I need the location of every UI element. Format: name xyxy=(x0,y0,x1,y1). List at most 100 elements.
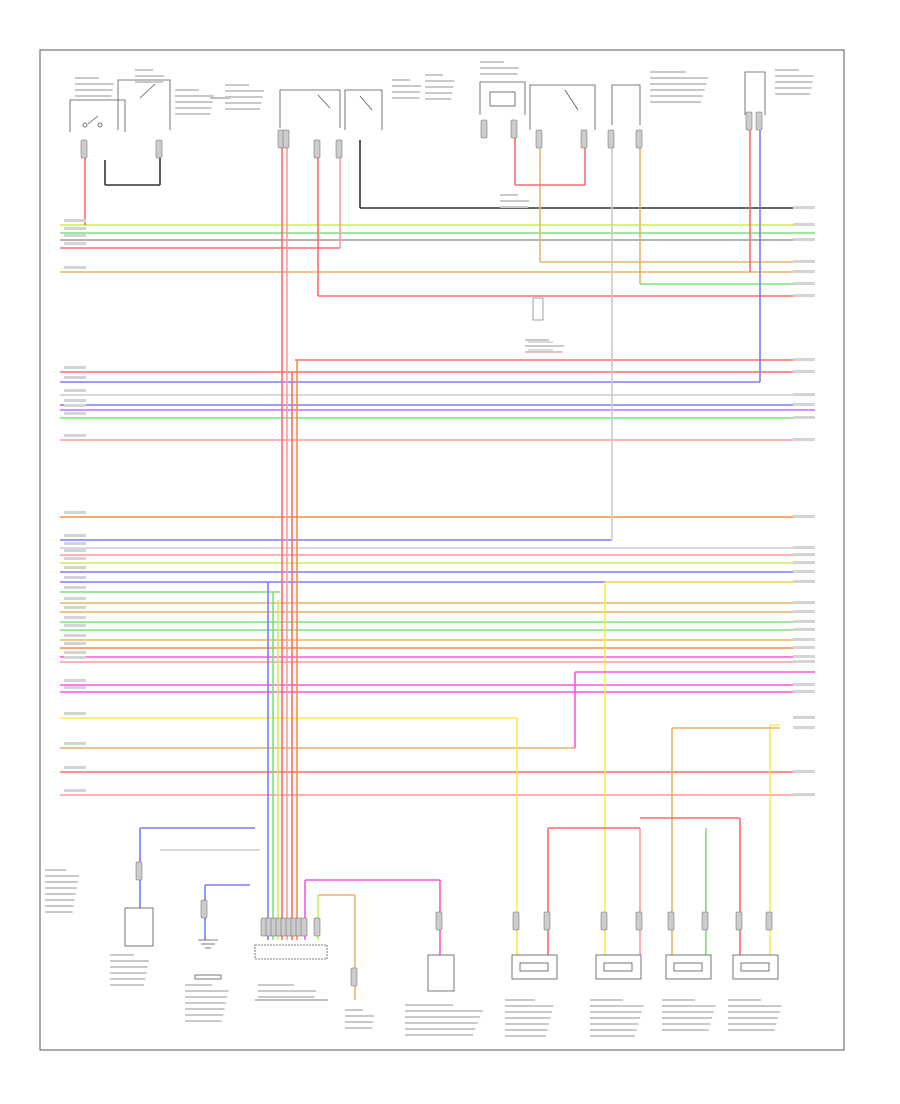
connector-icon xyxy=(335,139,343,159)
center-connector xyxy=(528,297,553,351)
wire-label-right xyxy=(793,646,815,649)
wire-label-right xyxy=(793,370,815,373)
vertical-wires xyxy=(84,120,815,1000)
wire-label-right xyxy=(793,294,815,297)
wire-label-left xyxy=(64,389,86,392)
wire-label-left xyxy=(64,616,86,619)
wire-label-right xyxy=(793,580,815,583)
wire-label-right xyxy=(793,601,815,604)
connector-icon xyxy=(282,129,290,149)
wire-label-left xyxy=(64,404,86,407)
switch-icon xyxy=(317,94,331,109)
diagram-border xyxy=(39,49,845,1051)
wire-label-right xyxy=(793,260,815,263)
connector-icon xyxy=(755,111,763,131)
oxygen-sensor-4 xyxy=(732,954,779,980)
wire-label-right xyxy=(793,358,815,361)
wire-label-right xyxy=(793,770,815,773)
wire-label-left xyxy=(64,266,86,269)
wire-label-left xyxy=(64,219,86,222)
connector-icon xyxy=(135,861,143,881)
small-print-labels xyxy=(45,61,815,1037)
wire-label-left xyxy=(64,651,86,654)
wire-label-right xyxy=(793,716,815,719)
connector-icon xyxy=(600,911,608,931)
wire-label-left xyxy=(64,597,86,600)
wire-label-left xyxy=(64,576,86,579)
connector-icon xyxy=(735,911,743,931)
relay-component-6 xyxy=(744,71,766,115)
wire-label-left xyxy=(64,742,86,745)
wire-label-left xyxy=(64,376,86,379)
ground-icon xyxy=(198,939,218,949)
wire-label-left xyxy=(64,399,86,402)
wire-label-right xyxy=(793,628,815,631)
switch-component-1 xyxy=(69,99,126,132)
wire-label-right xyxy=(793,660,815,663)
connector-icon xyxy=(635,911,643,931)
wire-label-right xyxy=(793,561,815,564)
wire-label-right xyxy=(793,206,815,209)
connector-icon xyxy=(701,911,709,931)
wire-label-left xyxy=(64,534,86,537)
wire-label-left xyxy=(64,586,86,589)
wire-label-right xyxy=(793,416,815,419)
wire-label-left xyxy=(64,679,86,682)
relay-component-5 xyxy=(611,84,641,125)
wire-connectors xyxy=(80,111,773,987)
connector-icon xyxy=(435,911,443,931)
top-components xyxy=(69,71,766,132)
connector-icon xyxy=(607,129,615,149)
connector-icon xyxy=(155,139,163,159)
connector-icon xyxy=(543,911,551,931)
wire-label-left xyxy=(64,712,86,715)
wire-label-left xyxy=(64,366,86,369)
wire-label-right xyxy=(793,282,815,285)
wire-label-left xyxy=(64,766,86,769)
wire-label-right xyxy=(793,570,815,573)
wire-label-right xyxy=(793,223,815,226)
wire-label-right xyxy=(793,655,815,658)
wire-label-right xyxy=(793,683,815,686)
wire-label-right xyxy=(793,793,815,796)
relay-component-4 xyxy=(529,84,596,130)
connector-icon xyxy=(512,911,520,931)
wire-label-left xyxy=(64,542,86,545)
connector-icon xyxy=(635,129,643,149)
wire-label-left xyxy=(64,511,86,514)
connector-icon xyxy=(580,129,588,149)
wire-label-right xyxy=(793,515,815,518)
horizontal-wires xyxy=(60,207,815,796)
connector-icon xyxy=(300,917,308,937)
relay-component-2 xyxy=(344,89,383,130)
oxygen-sensor-2 xyxy=(595,954,642,980)
connector-icon xyxy=(480,119,488,139)
wire-label-left xyxy=(64,549,86,552)
connector-icon xyxy=(313,917,321,937)
relay-component-1 xyxy=(279,89,341,128)
switch-icon xyxy=(564,89,579,111)
connector-icon xyxy=(313,139,321,159)
switch-component-2 xyxy=(117,79,171,130)
wire-label-right xyxy=(793,610,815,613)
connector-icon xyxy=(510,119,518,139)
wire-label-right xyxy=(793,726,815,729)
wire-label-left xyxy=(64,412,86,415)
wire-label-left xyxy=(64,242,86,245)
wire-label-right xyxy=(793,238,815,241)
wire-label-left xyxy=(64,789,86,792)
wire-label-left xyxy=(64,642,86,645)
wire-label-left xyxy=(64,234,86,237)
wire-label-right xyxy=(793,403,815,406)
electric-sensor xyxy=(427,954,455,992)
connector-icon xyxy=(350,967,358,987)
wire-label-right xyxy=(793,553,815,556)
wire-label-right xyxy=(793,546,815,549)
relay-component-3 xyxy=(479,81,526,115)
bottom-components xyxy=(124,907,779,1001)
ecm-connector xyxy=(254,944,328,960)
wire-label-left xyxy=(64,686,86,689)
wire-label-right xyxy=(793,270,815,273)
